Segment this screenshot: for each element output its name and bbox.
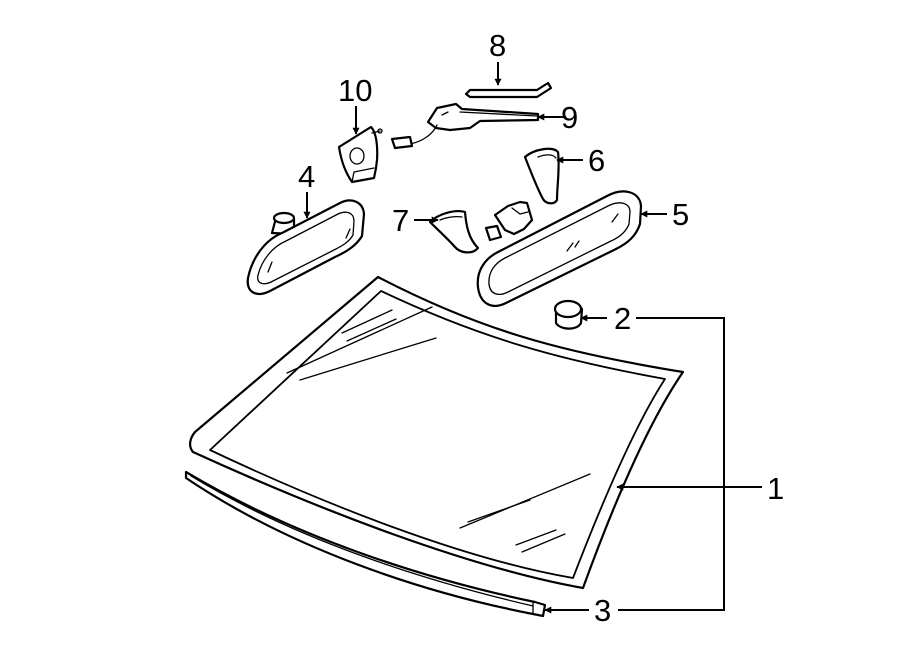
windshield-glass <box>189 275 685 590</box>
callout-3: 3 <box>594 593 611 628</box>
callout-1: 1 <box>767 471 784 506</box>
mirror-cover <box>523 147 560 205</box>
callout-4: 4 <box>298 159 315 194</box>
clip-part <box>553 299 584 330</box>
sensor-housing <box>390 102 540 150</box>
callout-6: 6 <box>588 143 605 178</box>
leader-lines <box>303 62 762 614</box>
callout-2: 2 <box>614 301 631 336</box>
mirror-left <box>246 199 366 295</box>
callout-8: 8 <box>489 28 506 63</box>
windshield-molding <box>184 470 547 618</box>
cover-plate <box>464 81 553 99</box>
callout-7: 7 <box>392 203 409 238</box>
wire-cover <box>428 210 480 254</box>
callout-10: 10 <box>338 73 372 108</box>
mirror-right <box>476 190 643 307</box>
callout-5: 5 <box>672 197 689 232</box>
callout-9: 9 <box>561 100 578 135</box>
connectors <box>484 200 534 242</box>
mirror-bracket <box>337 125 383 184</box>
